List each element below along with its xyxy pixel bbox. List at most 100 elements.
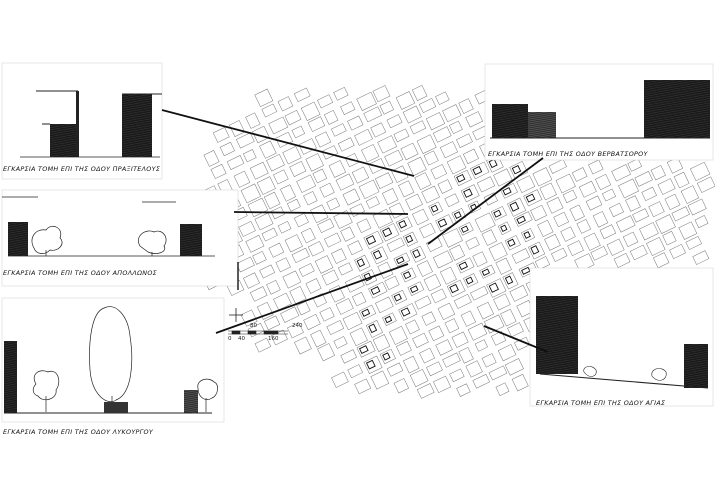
city-block [423,273,442,292]
building-footprint [358,345,369,355]
city-block [342,311,363,331]
city-block [266,279,281,295]
city-block [245,234,265,253]
city-block [530,204,548,222]
city-block [523,189,543,207]
city-block [384,275,400,290]
city-block [544,233,561,251]
city-block [419,347,436,364]
city-block [291,247,310,264]
city-block [256,176,276,195]
city-block [372,208,393,229]
city-block [495,257,512,275]
city-block [439,141,459,159]
city-block [585,195,603,211]
city-block [335,298,354,315]
city-block [331,248,347,264]
city-block [673,171,690,189]
building-footprint [530,245,540,255]
city-block [516,175,536,194]
city-block [416,383,435,399]
city-block [504,235,521,251]
building-footprint [382,352,391,361]
building-footprint [472,165,483,176]
building-footprint [502,187,512,196]
city-block [277,220,292,234]
city-block [419,222,436,239]
city-block [462,148,479,165]
city-block [349,203,366,217]
building-footprint [509,201,520,212]
city-block [444,318,460,334]
city-block [520,228,536,243]
city-block [488,242,508,261]
tree-sketch [32,306,218,412]
city-block [576,218,592,234]
city-block [314,131,332,148]
city-block [273,292,292,311]
city-block [340,349,358,364]
city-block [374,172,394,189]
city-block [578,180,597,198]
city-block [618,178,640,199]
building-footprint [430,204,439,213]
city-block [307,241,325,257]
city-block [694,215,709,229]
city-block [613,252,631,268]
city-block [305,153,324,172]
building-left [50,124,78,157]
city-block [310,204,329,224]
city-block [583,232,601,251]
city-block [627,158,643,172]
city-block [551,247,568,262]
city-block [298,138,317,155]
city-block [560,226,576,242]
scale-label-240: 240 [292,323,303,329]
city-block [407,156,427,176]
caption-lykourgou: ΕΓΚΑΡΣΙΑ ΤΟΜΗ ΕΠΙ ΤΗΣ ΟΔΟΥ ΛΥΚΟΥΡΓΟΥ [3,428,154,436]
city-block [539,182,557,201]
city-block [293,87,311,103]
city-block [495,382,510,396]
city-block [599,224,617,240]
city-block [349,327,368,347]
city-block [333,86,349,101]
city-block [289,286,307,305]
city-block [335,173,355,191]
city-block [474,212,496,233]
city-block [657,178,676,195]
city-block [625,195,641,212]
city-block [435,214,455,232]
city-block [680,185,700,204]
city-block [402,105,422,124]
city-block [622,231,639,248]
building-right [684,344,708,388]
city-block [435,339,453,356]
city-block [490,206,507,221]
city-block [425,112,446,131]
building-footprint [523,231,531,239]
city-block [270,206,285,220]
city-block [340,226,355,242]
city-block [356,218,372,234]
city-block [435,91,450,105]
city-block [569,204,585,222]
city-block [398,303,418,321]
city-block [381,188,399,206]
city-block [446,279,466,298]
building-footprint [465,276,474,285]
city-block [344,153,360,168]
city-block [328,285,345,303]
building-footprint [402,271,412,280]
city-block [252,250,267,265]
city-block [456,133,473,148]
city-block [527,241,546,260]
city-block [303,191,318,206]
city-block [370,122,387,138]
city-block [300,227,316,244]
city-block [511,248,531,264]
city-block [463,273,479,288]
city-block [333,336,348,349]
city-block [537,219,554,238]
building-footprint [370,286,381,296]
